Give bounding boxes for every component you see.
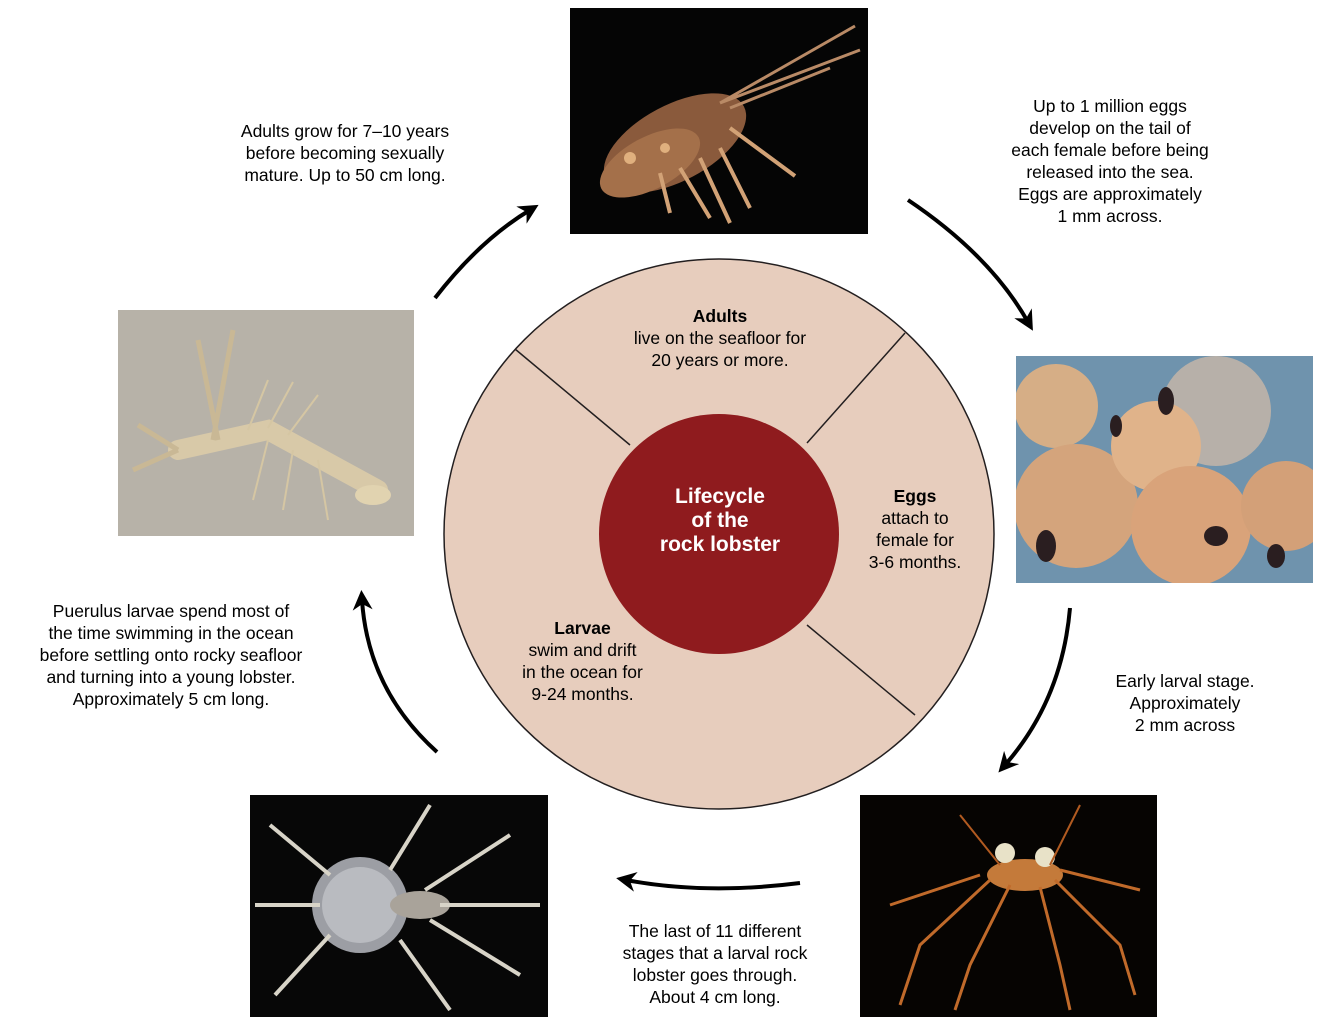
arrow-eggs-to-early-larva [1005,608,1070,765]
caption-early-larva: Early larval stage. Approximately 2 mm a… [1080,670,1290,736]
segment-eggs: Eggs attach to female for 3-6 months. [850,485,980,573]
lifecycle-title: Lifecycle of the rock lobster [600,485,840,557]
segment-adults-body: live on the seafloor for 20 years or mor… [595,327,845,371]
segment-eggs-heading: Eggs [850,485,980,507]
arrow-early-to-last-larva [626,880,800,888]
segment-larvae-body: swim and drift in the ocean for 9-24 mon… [500,639,665,705]
arrow-last-larva-to-puerulus [362,600,437,752]
segment-adults-heading: Adults [595,305,845,327]
caption-puerulus: Puerulus larvae spend most of the time s… [0,600,342,710]
caption-eggs: Up to 1 million eggs develop on the tail… [960,95,1260,227]
segment-larvae-heading: Larvae [500,617,665,639]
caption-adult-growth: Adults grow for 7–10 years before becomi… [200,120,490,186]
segment-eggs-body: attach to female for 3-6 months. [850,507,980,573]
segment-larvae: Larvae swim and drift in the ocean for 9… [500,617,665,705]
arrow-puerulus-to-adults [435,210,530,298]
caption-last-larva: The last of 11 different stages that a l… [580,920,850,1008]
segment-adults: Adults live on the seafloor for 20 years… [595,305,845,371]
